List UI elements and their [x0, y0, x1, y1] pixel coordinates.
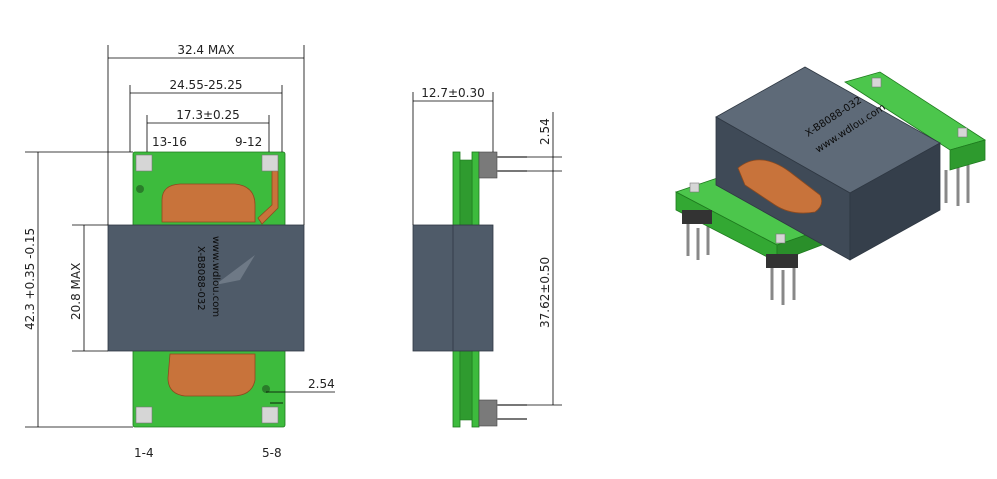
dim-overall-width: 32.4 MAX: [177, 43, 234, 57]
front-pad-bl: [135, 406, 153, 424]
dim-height: 42.3 +0.35 -0.15: [23, 228, 37, 330]
side-header-top: [478, 151, 498, 179]
iso-pad-back-2: [957, 127, 968, 138]
pin-label-13-16: 13-16: [152, 135, 187, 149]
dim-depth: 12.7±0.30: [421, 86, 485, 100]
pin-label-5-8: 5-8: [262, 446, 282, 460]
front-core: [107, 224, 305, 352]
dim-pin-pitch: 2.54: [308, 377, 335, 391]
iso-view: X-B8088-032 www.wdlou.com: [674, 66, 986, 305]
front-coil-bottom: [167, 353, 256, 397]
front-pad-br: [261, 406, 279, 424]
front-pad-tr: [261, 154, 279, 172]
dim-side-pin-pitch: 2.54: [538, 118, 552, 145]
dim-pad-spacing: 17.3±0.25: [176, 108, 240, 122]
iso-back-board-side: [949, 139, 986, 171]
front-hole-top: [136, 185, 144, 193]
dim-core-width: 24.55-25.25: [169, 78, 242, 92]
front-hole-bottom: [262, 385, 270, 393]
iso-header-front-left: [682, 210, 712, 224]
iso-header-front-right: [766, 254, 798, 268]
front-core-marking-1: X-B8088-032: [195, 246, 206, 311]
dim-pin-row-span: 37.62±0.50: [538, 257, 552, 328]
front-view: X-B8088-032 www.wdlou.com 32.4 MAX 24.55…: [23, 43, 335, 460]
front-core-highlight: [215, 255, 255, 285]
front-coil-top: [161, 183, 256, 223]
side-header-bottom: [478, 399, 498, 427]
iso-core-side: [849, 142, 941, 261]
iso-pad-back-1: [871, 77, 882, 88]
iso-pad-front-2: [775, 233, 786, 244]
side-view: 12.7±0.30 2.54 37.62±0.50: [412, 86, 562, 428]
front-pad-tl: [135, 154, 153, 172]
front-core-marking-2: www.wdlou.com: [210, 236, 221, 317]
pin-label-9-12: 9-12: [235, 135, 262, 149]
pin-label-1-4: 1-4: [134, 446, 154, 460]
iso-coil: [737, 159, 823, 214]
iso-pad-front-1: [689, 182, 700, 193]
dim-core-height: 20.8 MAX: [69, 263, 83, 320]
